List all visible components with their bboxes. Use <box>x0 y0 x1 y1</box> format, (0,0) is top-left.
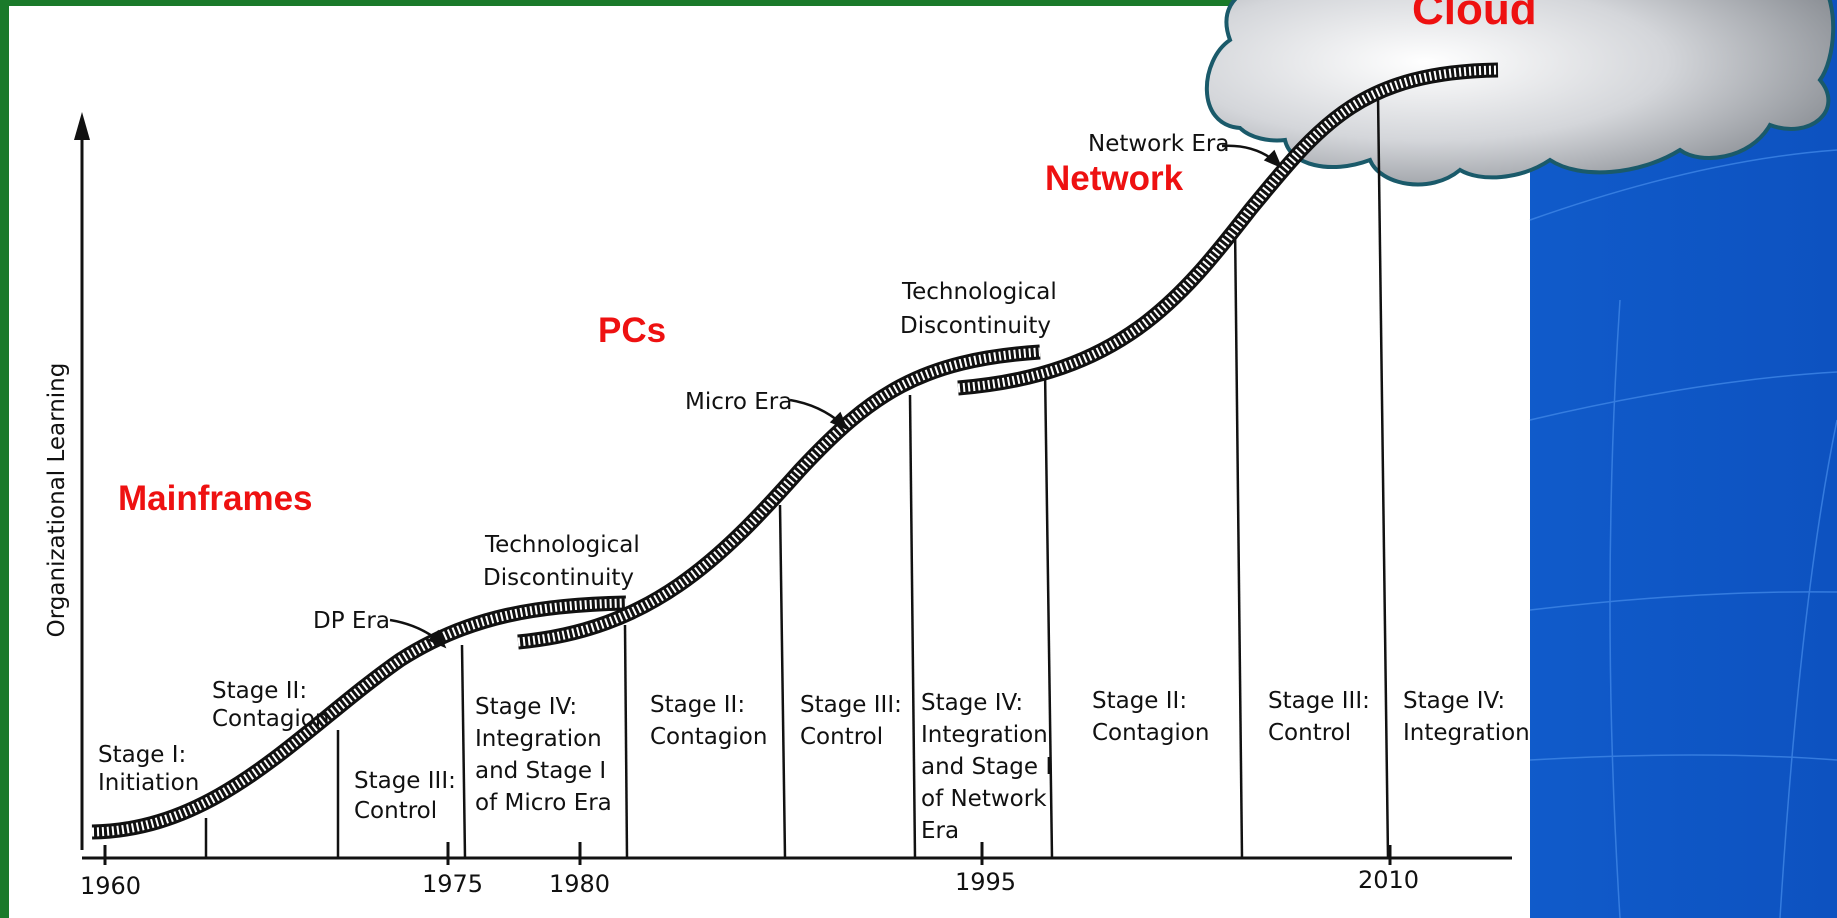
svg-text:of Network: of Network <box>921 786 1047 812</box>
svg-text:Contagion: Contagion <box>212 706 329 732</box>
svg-text:Stage IV:: Stage IV: <box>475 694 577 720</box>
stage-label: Stage II: Contagion <box>1092 688 1209 746</box>
stage-label: Stage IV: Integration <box>1403 688 1530 746</box>
svg-text:Stage III:: Stage III: <box>354 768 456 794</box>
svg-text:and Stage I: and Stage I <box>921 754 1052 780</box>
svg-text:Stage IV:: Stage IV: <box>1403 688 1505 714</box>
svg-text:Control: Control <box>800 724 883 750</box>
stage-label: Stage III: Control <box>354 768 456 824</box>
micro-era-label: Micro Era <box>685 389 792 415</box>
stage-label: Stage I: Initiation <box>98 742 199 796</box>
era-label-cloud: Cloud <box>1412 0 1537 34</box>
y-axis-label: Organizational Learning <box>44 363 70 638</box>
svg-text:Stage III:: Stage III: <box>800 692 902 718</box>
era-label-pcs: PCs <box>598 311 666 350</box>
svg-text:Contagion: Contagion <box>650 724 767 750</box>
growth-curve-dp-era <box>91 595 627 840</box>
stage-label: Stage IV: Integration and Stage I of Mic… <box>475 694 612 816</box>
network-era-label: Network Era <box>1088 131 1229 157</box>
discontinuity-label-2: Technological Discontinuity <box>900 279 1057 339</box>
y-axis <box>74 112 90 850</box>
svg-text:Integration: Integration <box>475 726 602 752</box>
x-tick-label: 1995 <box>955 868 1016 896</box>
x-axis <box>82 842 1512 865</box>
svg-text:Technological: Technological <box>901 279 1057 305</box>
svg-text:Stage III:: Stage III: <box>1268 688 1370 714</box>
curve-label-arrows <box>389 144 1283 649</box>
dp-era-label: DP Era <box>313 608 390 634</box>
stage-label: Stage III: Control <box>800 692 902 750</box>
svg-text:Contagion: Contagion <box>1092 720 1209 746</box>
stage-label: Stage IV: Integration and Stage I of Net… <box>921 690 1052 844</box>
growth-curve-network-era <box>957 62 1499 396</box>
growth-curve-micro-era <box>517 344 1041 650</box>
svg-text:Integration: Integration <box>1403 720 1530 746</box>
stage-label: Stage III: Control <box>1268 688 1370 746</box>
x-tick-label: 2010 <box>1358 866 1419 894</box>
svg-text:Control: Control <box>354 798 437 824</box>
discontinuity-label-1: Technological Discontinuity <box>483 532 640 591</box>
svg-text:Stage II:: Stage II: <box>212 678 307 704</box>
x-tick-label: 1980 <box>549 870 610 898</box>
cloud-shape <box>1204 0 1836 187</box>
svg-text:Stage II:: Stage II: <box>1092 688 1187 714</box>
svg-text:Discontinuity: Discontinuity <box>483 565 634 591</box>
svg-text:Era: Era <box>921 818 959 844</box>
x-tick-label: 1960 <box>80 872 141 900</box>
svg-text:and Stage I: and Stage I <box>475 758 606 784</box>
stage-dividers <box>204 94 1390 859</box>
era-label-network: Network <box>1045 159 1184 198</box>
svg-text:Integration: Integration <box>921 722 1048 748</box>
svg-text:Stage IV:: Stage IV: <box>921 690 1023 716</box>
stage-label: Stage II: Contagion <box>650 692 767 750</box>
svg-text:Stage II:: Stage II: <box>650 692 745 718</box>
era-label-mainframes: Mainframes <box>118 479 313 518</box>
svg-text:Initiation: Initiation <box>98 770 199 796</box>
stage-label: Stage II: Contagion <box>212 678 329 732</box>
svg-text:Discontinuity: Discontinuity <box>900 313 1051 339</box>
svg-text:Control: Control <box>1268 720 1351 746</box>
x-tick-label: 1975 <box>422 870 483 898</box>
svg-text:Stage I:: Stage I: <box>98 742 186 768</box>
svg-text:Technological: Technological <box>484 532 640 558</box>
svg-text:of Micro Era: of Micro Era <box>475 790 612 816</box>
background-globe-lines <box>1529 149 1837 918</box>
